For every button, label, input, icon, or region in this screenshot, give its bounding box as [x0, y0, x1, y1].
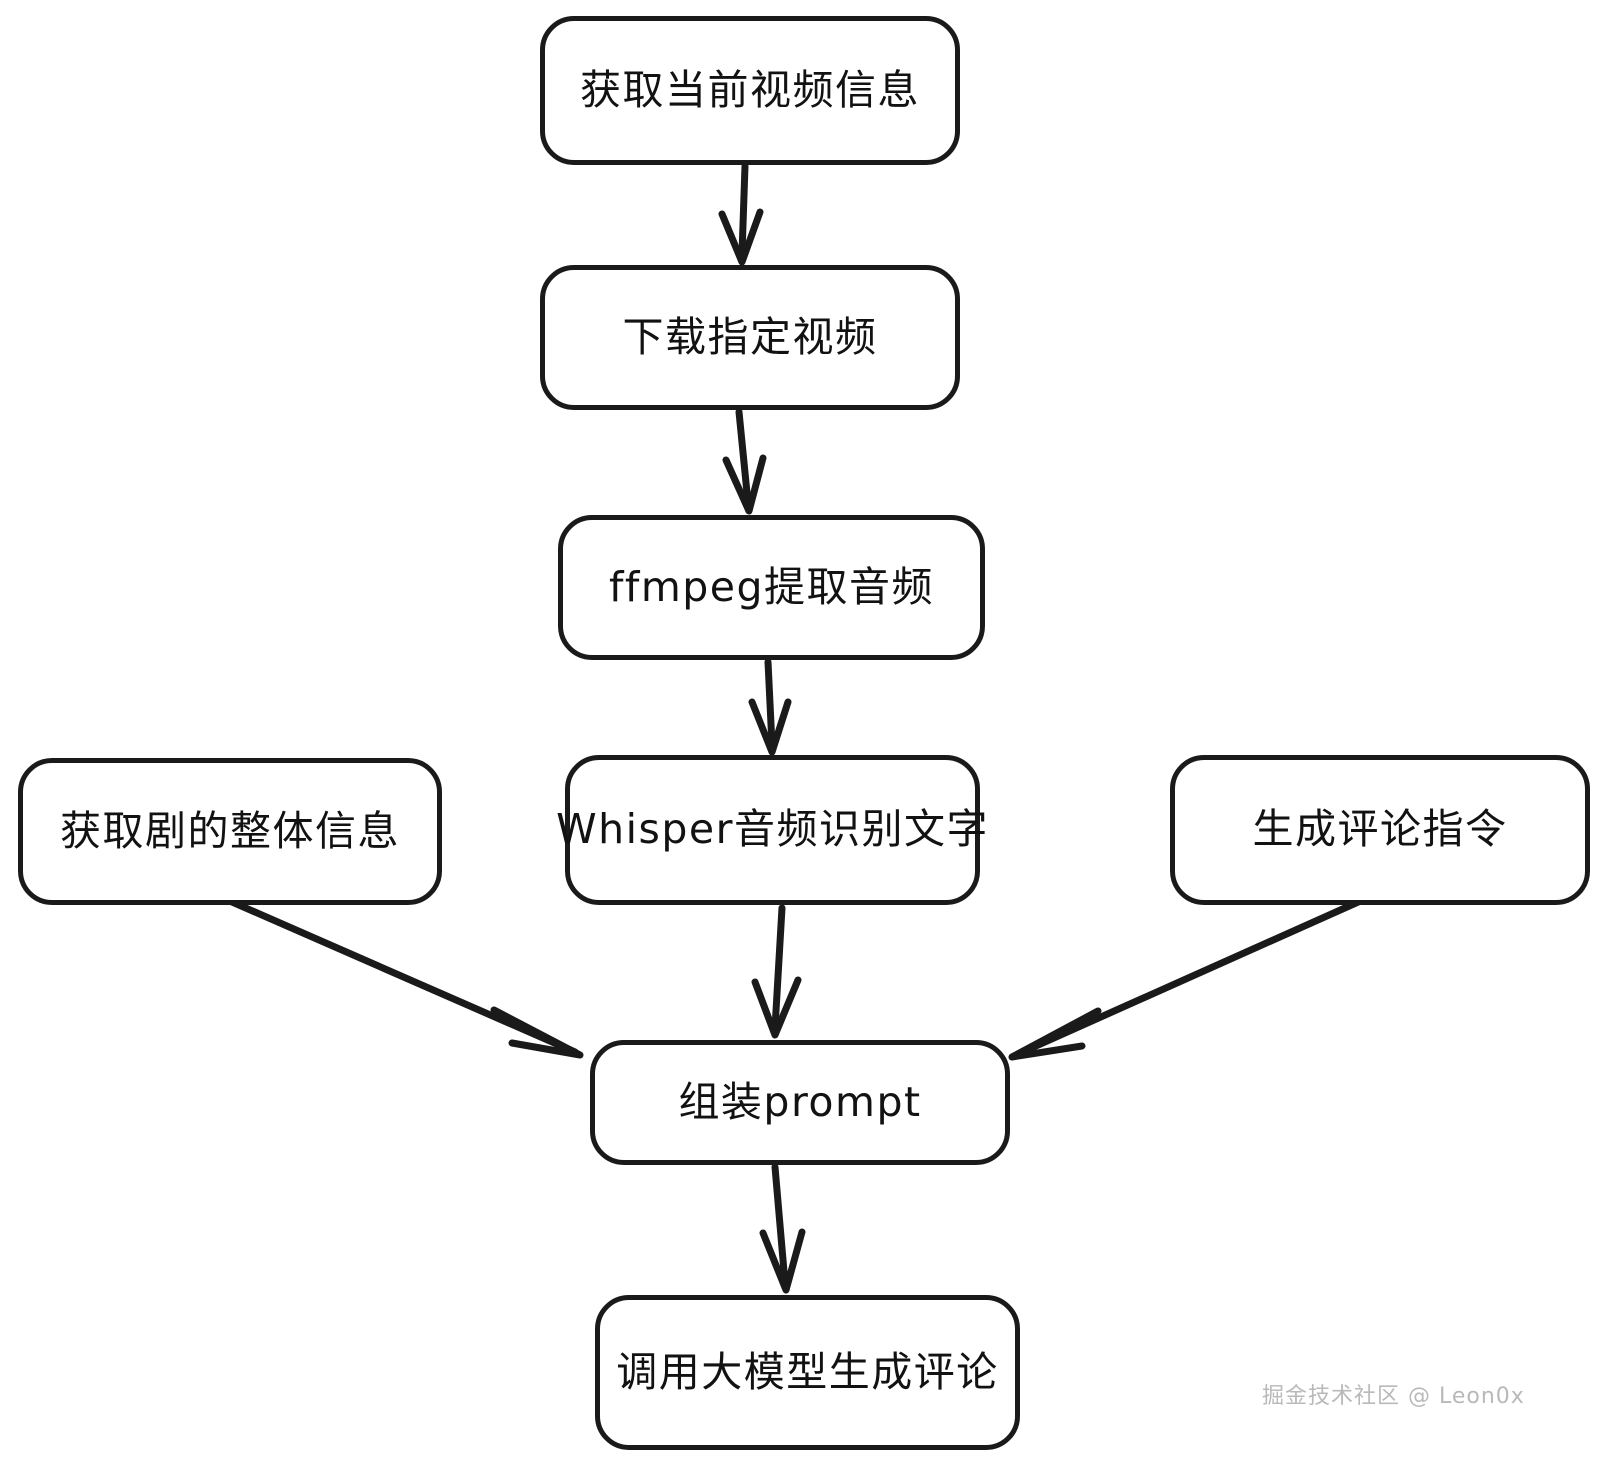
- node-label: 获取剧的整体信息: [60, 806, 400, 855]
- node-label: ffmpeg提取音频: [608, 562, 935, 611]
- edge-fetch-to-download: [718, 162, 764, 266]
- watermark-text: 掘金技术社区 @ Leon0x: [1262, 1384, 1525, 1409]
- edge-whisper-to-prompt: [751, 904, 802, 1039]
- node-download-video[interactable]: 下载指定视频: [540, 265, 960, 410]
- edge-showinfo-to-prompt: [196, 884, 584, 1059]
- edge-commentprompt-to-prompt: [1008, 882, 1398, 1061]
- node-comment-prompt[interactable]: 生成评论指令: [1170, 755, 1590, 905]
- node-ffmpeg-audio[interactable]: ffmpeg提取音频: [558, 515, 985, 660]
- node-fetch-video-info[interactable]: 获取当前视频信息: [540, 16, 960, 165]
- edge-prompt-to-llm: [759, 1163, 806, 1294]
- edge-ffmpeg-to-whisper: [748, 658, 792, 756]
- node-llm-generate[interactable]: 调用大模型生成评论: [595, 1295, 1020, 1450]
- node-label: 获取当前视频信息: [580, 65, 920, 114]
- node-label: Whisper音频识别文字: [556, 805, 989, 854]
- node-label: 调用大模型生成评论: [616, 1347, 999, 1396]
- edge-download-to-ffmpeg: [722, 408, 767, 515]
- node-label: 生成评论指令: [1252, 805, 1508, 854]
- node-label: 组装prompt: [678, 1077, 922, 1126]
- node-show-info[interactable]: 获取剧的整体信息: [18, 758, 442, 905]
- node-label: 下载指定视频: [622, 312, 878, 361]
- node-assemble-prompt[interactable]: 组装prompt: [590, 1040, 1010, 1165]
- node-whisper-asr[interactable]: Whisper音频识别文字: [556, 755, 987, 905]
